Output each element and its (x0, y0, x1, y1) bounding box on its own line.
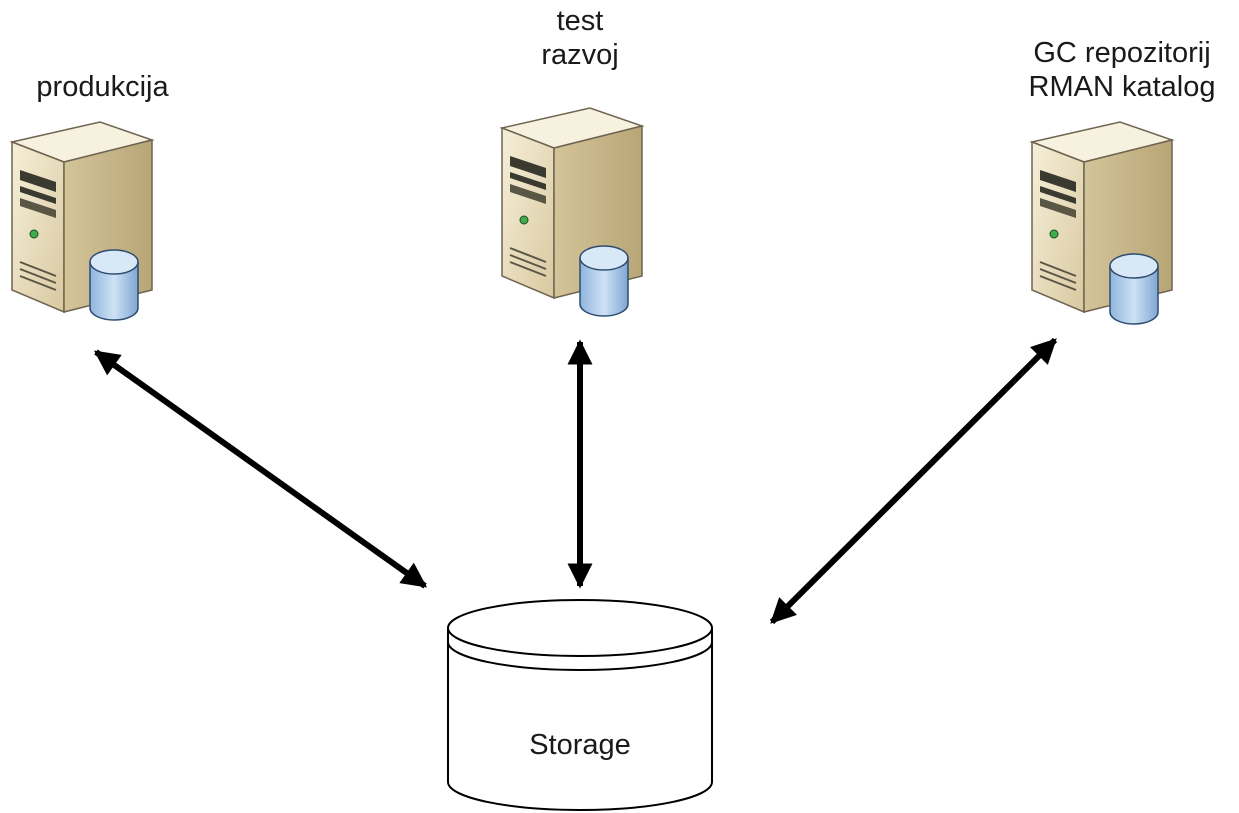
arrow-produkcija-storage (93, 349, 428, 589)
label-storage-text: Storage (529, 729, 631, 761)
label-test: test razvoj (480, 4, 680, 72)
label-gc-line2: RMAN katalog (1028, 71, 1216, 103)
server-produkcija (11, 121, 153, 321)
label-test-line1: test (556, 5, 604, 37)
database-icon (89, 249, 139, 321)
label-gc-line1: GC repozitorij (1033, 37, 1211, 69)
label-gc: GC repozitorij RMAN katalog (1005, 36, 1239, 104)
label-produkcija: produkcija (0, 70, 205, 104)
storage-cylinder-icon (447, 599, 713, 811)
label-test-line2: razvoj (541, 39, 619, 71)
label-storage: Storage (450, 728, 710, 762)
label-produkcija-line1: produkcija (36, 71, 169, 103)
arrow-gc-storage (769, 337, 1058, 625)
server-gc (1031, 121, 1173, 325)
database-icon (579, 245, 629, 317)
database-icon (1109, 253, 1159, 325)
server-test (501, 107, 643, 317)
